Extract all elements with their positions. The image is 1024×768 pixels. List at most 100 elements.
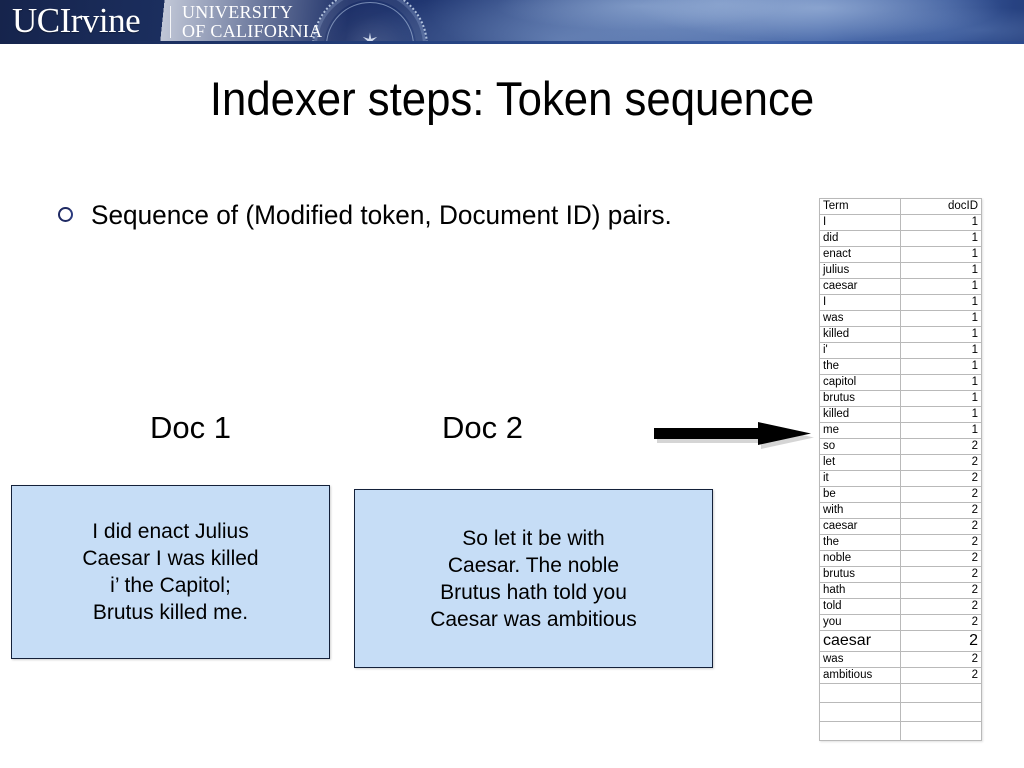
table-header-row: Term docID — [819, 198, 982, 215]
cell-docid: 2 — [900, 438, 982, 455]
cell-docid — [900, 721, 982, 741]
cell-docid: 2 — [900, 534, 982, 551]
doc-1-text: I did enact Julius Caesar I was killed i… — [82, 520, 259, 624]
cell-term: killed — [819, 406, 901, 423]
uc-seal-icon: ✶ — [312, 0, 428, 44]
cell-term: ambitious — [819, 667, 901, 684]
cell-term: caesar — [819, 518, 901, 535]
cell-docid: 1 — [900, 246, 982, 263]
banner-sky-background — [0, 0, 1024, 44]
cell-docid: 2 — [900, 502, 982, 519]
cell-term: be — [819, 486, 901, 503]
cell-docid: 2 — [900, 518, 982, 535]
cell-term: i' — [819, 342, 901, 359]
cell-term: you — [819, 614, 901, 631]
cell-term: I — [819, 214, 901, 231]
doc-2-label: Doc 2 — [442, 410, 523, 445]
bullet-text: Sequence of (Modified token, Document ID… — [91, 200, 672, 230]
doc-2-box: So let it be with Caesar. The noble Brut… — [354, 489, 713, 668]
column-header-term: Term — [819, 198, 901, 215]
column-header-docid: docID — [900, 198, 982, 215]
cell-docid: 2 — [900, 550, 982, 567]
cell-term: so — [819, 438, 901, 455]
cell-term: I — [819, 294, 901, 311]
cell-term: caesar — [819, 278, 901, 295]
cell-term: noble — [819, 550, 901, 567]
cell-docid: 2 — [900, 470, 982, 487]
university-lockup-line1: UNIVERSITY — [182, 2, 293, 22]
cell-docid: 1 — [900, 422, 982, 439]
cell-term: brutus — [819, 390, 901, 407]
table-row-empty — [819, 702, 982, 722]
cell-docid: 1 — [900, 310, 982, 327]
cell-docid: 2 — [900, 486, 982, 503]
cell-docid: 1 — [900, 262, 982, 279]
cell-docid: 1 — [900, 406, 982, 423]
table-row-empty — [819, 721, 982, 741]
cell-term — [819, 721, 901, 741]
cell-docid: 2 — [900, 598, 982, 615]
cell-docid: 1 — [900, 390, 982, 407]
circle-bullet-icon — [58, 207, 73, 222]
cell-docid: 1 — [900, 358, 982, 375]
uc-seal-star-icon: ✶ — [360, 28, 380, 44]
cell-term: let — [819, 454, 901, 471]
cell-term: the — [819, 534, 901, 551]
cell-term: was — [819, 310, 901, 327]
cell-docid: 2 — [900, 630, 982, 652]
cell-docid: 1 — [900, 294, 982, 311]
table-row: i'1 — [819, 342, 982, 359]
logo-divider — [170, 6, 171, 38]
cell-docid: 2 — [900, 614, 982, 631]
cell-term: capitol — [819, 374, 901, 391]
cell-term: brutus — [819, 566, 901, 583]
doc-1-box: I did enact Julius Caesar I was killed i… — [11, 485, 330, 659]
uci-wordmark: UCIrvine — [12, 1, 141, 40]
doc-2-text: So let it be with Caesar. The noble Brut… — [430, 526, 637, 631]
cell-docid: 2 — [900, 566, 982, 583]
cell-term: me — [819, 422, 901, 439]
cell-term: killed — [819, 326, 901, 343]
university-lockup-line2: OF CALIFORNIA — [182, 21, 323, 41]
doc-1-label: Doc 1 — [150, 410, 231, 445]
cell-docid: 1 — [900, 278, 982, 295]
cell-docid: 1 — [900, 214, 982, 231]
cell-docid: 2 — [900, 582, 982, 599]
cell-term: hath — [819, 582, 901, 599]
cell-term: with — [819, 502, 901, 519]
cell-docid — [900, 702, 982, 722]
uci-brand-banner: ✶ UCIrvine UNIVERSITY OF CALIFORNIA — [0, 0, 1024, 44]
table-row-empty — [819, 683, 982, 703]
cell-term: julius — [819, 262, 901, 279]
cell-term: caesar — [819, 630, 901, 652]
right-arrow-icon — [654, 422, 818, 452]
cell-term: enact — [819, 246, 901, 263]
cell-term: told — [819, 598, 901, 615]
banner-bottom-rule — [0, 41, 1024, 44]
